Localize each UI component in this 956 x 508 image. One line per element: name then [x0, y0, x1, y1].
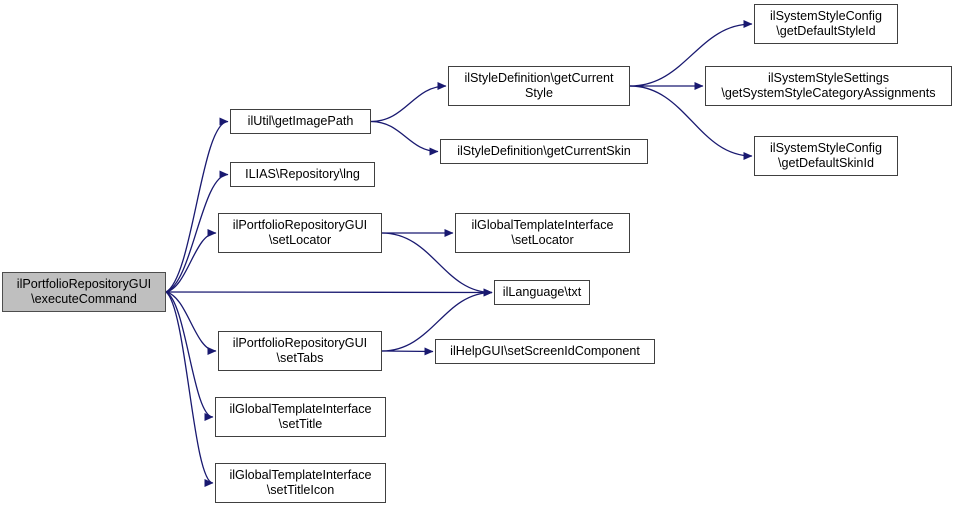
edge-getimagepath-to-getcurrentstyle: [370, 82, 447, 123]
node-label: ilGlobalTemplateInterface \setTitleIcon: [229, 468, 372, 497]
node-label: ilGlobalTemplateInterface \setLocator: [471, 218, 614, 247]
node-ilportfoliorepositorygui-setlocator[interactable]: ilPortfolioRepositoryGUI \setLocator: [218, 213, 382, 253]
node-illanguage-txt[interactable]: ilLanguage\txt: [494, 280, 590, 305]
node-label: ilPortfolioRepositoryGUI \setTabs: [232, 336, 368, 365]
node-ilportfoliorepositorygui-settabs[interactable]: ilPortfolioRepositoryGUI \setTabs: [218, 331, 382, 371]
edge-root-to-lng: [165, 170, 229, 293]
node-label: ilSystemStyleSettings \getSystemStyleCat…: [721, 71, 936, 100]
edge-getimagepath-to-getcurrentskin: [370, 120, 439, 156]
node-label: ilStyleDefinition\getCurrent Style: [464, 71, 614, 100]
node-label: ILIAS\Repository\lng: [245, 167, 360, 181]
node-label: ilStyleDefinition\getCurrentSkin: [457, 144, 631, 158]
node-ilglobaltemplateinterface-settitle[interactable]: ilGlobalTemplateInterface \setTitle: [215, 397, 386, 437]
edge-getcurrentstyle-to-getdefaultstyleid: [629, 20, 753, 87]
edge-root-to-settabs: [165, 291, 217, 355]
edge-settabs-to-langtxt: [381, 288, 493, 352]
edge-root-to-langtxt: [165, 288, 493, 297]
node-label: ilSystemStyleConfig \getDefaultStyleId: [770, 9, 882, 38]
node-ilhelpgui-setscreenidcomponent[interactable]: ilHelpGUI\setScreenIdComponent: [435, 339, 655, 364]
node-label: ilSystemStyleConfig \getDefaultSkinId: [770, 141, 882, 170]
node-ilstyledefinition-getcurrentskin[interactable]: ilStyleDefinition\getCurrentSkin: [440, 139, 648, 164]
edge-setlocator-to-langtxt: [381, 232, 493, 297]
node-label: ilPortfolioRepositoryGUI \setLocator: [232, 218, 368, 247]
edge-root-to-settitleicon: [165, 291, 214, 487]
node-ilglobaltemplateinterface-settitleicon[interactable]: ilGlobalTemplateInterface \setTitleIcon: [215, 463, 386, 503]
edge-getcurrentstyle-to-getdefaultskinid: [629, 85, 753, 160]
node-label: ilHelpGUI\setScreenIdComponent: [450, 344, 640, 358]
edge-root-to-settitle: [165, 291, 214, 421]
edge-root-to-setlocator: [165, 229, 217, 293]
node-ilsystemstyleconfig-getdefaultstyleid[interactable]: ilSystemStyleConfig \getDefaultStyleId: [754, 4, 898, 44]
node-label: ilLanguage\txt: [502, 285, 582, 299]
node-ilsystemstyleconfig-getdefaultskinid[interactable]: ilSystemStyleConfig \getDefaultSkinId: [754, 136, 898, 176]
node-label: ilPortfolioRepositoryGUI \executeCommand: [16, 277, 152, 306]
node-label: ilGlobalTemplateInterface \setTitle: [229, 402, 372, 431]
edge-root-to-getimagepath: [165, 117, 229, 293]
node-ilutil-getimagepath[interactable]: ilUtil\getImagePath: [230, 109, 371, 134]
node-ilstyledefinition-getcurrentstyle[interactable]: ilStyleDefinition\getCurrent Style: [448, 66, 630, 106]
node-ilsystemstylesettings-getsystemstylecategoryassignments[interactable]: ilSystemStyleSettings \getSystemStyleCat…: [705, 66, 952, 106]
edge-settabs-to-setscreenidcomponent: [381, 347, 434, 356]
node-label: ilUtil\getImagePath: [247, 114, 354, 128]
node-ilias-repository-lng[interactable]: ILIAS\Repository\lng: [230, 162, 375, 187]
node-ilglobaltemplateinterface-setlocator[interactable]: ilGlobalTemplateInterface \setLocator: [455, 213, 630, 253]
node-ilportfoliorepositorygui-executecommand[interactable]: ilPortfolioRepositoryGUI \executeCommand: [2, 272, 166, 312]
